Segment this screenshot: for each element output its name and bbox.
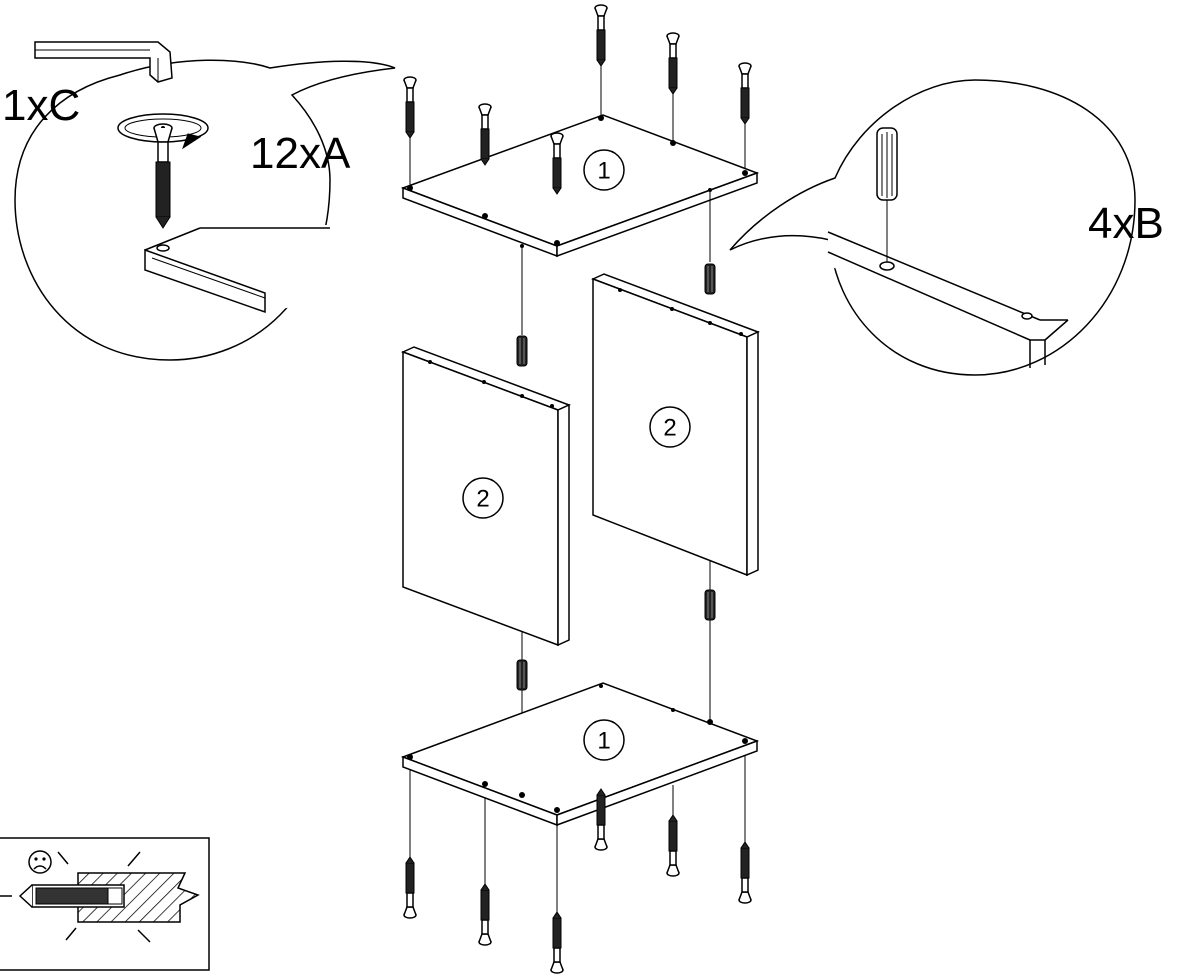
panel-edge-icon — [144, 225, 330, 314]
part-number-label: 2 — [476, 486, 489, 513]
screw-icon — [550, 911, 564, 974]
part-number-badge: 2 — [462, 477, 504, 519]
split-wood-icon — [0, 851, 200, 943]
screw-icon — [403, 76, 417, 139]
part-number-badge: 1 — [583, 719, 625, 761]
part-number-badge: 2 — [649, 406, 691, 448]
screw-icon — [666, 814, 680, 877]
dowel-icon — [516, 659, 528, 691]
screw-icon — [666, 32, 680, 95]
dowel-icon — [704, 263, 716, 295]
dowel-icon — [876, 127, 898, 262]
bottom-panel — [400, 682, 760, 827]
dowel-icon — [516, 335, 528, 367]
panel-edge-icon — [827, 230, 1070, 368]
dowel-icon — [704, 589, 716, 621]
allen-key-quantity-label: 1xC — [2, 81, 80, 130]
screw-detail-callout: 1xC 12xA — [2, 41, 396, 361]
screw-icon — [594, 4, 608, 67]
part-number-badge: 1 — [583, 149, 625, 191]
top-panel-assembly: 1 — [400, 4, 760, 258]
part-number-label: 2 — [663, 415, 676, 442]
bottom-panel-assembly: 1 — [400, 682, 760, 974]
dowel-detail-callout: 4xB — [729, 79, 1164, 376]
screw-quantity-label: 12xA — [250, 129, 351, 178]
part-number-label: 1 — [597, 728, 610, 755]
screw-icon — [594, 788, 608, 851]
part-number-label: 1 — [597, 158, 610, 185]
screw-icon — [738, 841, 752, 904]
dowel-quantity-label: 4xB — [1088, 199, 1164, 248]
left-side-panel: 2 — [401, 346, 571, 647]
top-panel — [400, 114, 760, 258]
screw-icon — [738, 62, 752, 125]
screw-icon — [478, 103, 492, 166]
allen-key-icon — [34, 41, 173, 83]
screw-icon — [550, 132, 564, 195]
screw-icon — [153, 123, 173, 229]
screw-icon — [403, 856, 417, 919]
overtighten-warning-box — [0, 837, 210, 971]
callout-bubble-outline — [729, 79, 1136, 376]
sad-face-icon — [28, 850, 52, 874]
screw-icon — [478, 883, 492, 946]
right-side-panel: 2 — [591, 273, 760, 577]
